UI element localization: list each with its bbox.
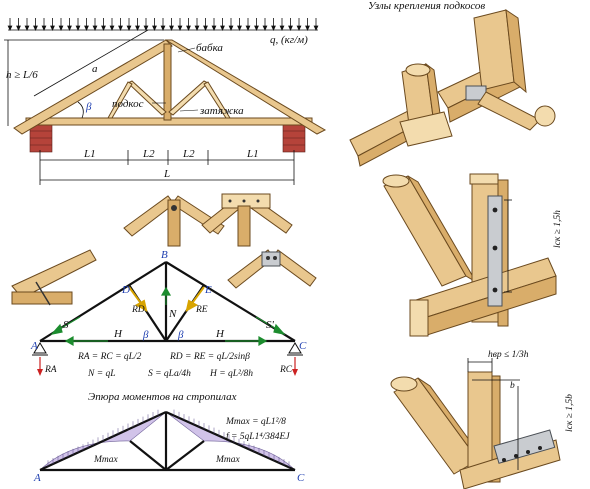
left-strut (127, 80, 167, 116)
joint-sketch-heel (11, 249, 97, 306)
node-B: B (161, 249, 168, 261)
height-label: h ≥ L/6 (6, 69, 38, 81)
joint-sketch-apex-3 (227, 249, 317, 289)
left-brace (107, 81, 133, 119)
force-S-prime: S' (266, 319, 275, 331)
force-N: N (168, 308, 177, 320)
podkos-label: подкос (112, 98, 144, 110)
joint-sketch-apex-2 (201, 193, 293, 247)
dim-L2-left: L2 (142, 148, 155, 160)
left-rafter (13, 39, 173, 135)
lsk-label-1: lск ≥ 1,5h (553, 210, 563, 248)
node-D: D (121, 284, 130, 296)
dim-L1-left: L1 (83, 148, 96, 160)
mmax-label-left: Mmax (93, 455, 119, 465)
moment-node-A: A (33, 472, 41, 484)
right-title: Узлы крепления подкосов (368, 0, 485, 12)
formula-S: S = qLa/4h (148, 369, 191, 379)
right-brace (203, 81, 231, 119)
force-S: S (63, 319, 69, 331)
left-wall (29, 123, 53, 153)
reaction-arrows (128, 286, 205, 312)
mmax-label-right: Mmax (215, 455, 241, 465)
zatyazhka-label: затяжка (199, 105, 244, 117)
reaction-RD: RD (131, 305, 145, 315)
formula-RA-RC: RA = RC = qL/2 (77, 352, 142, 362)
king-post (163, 43, 172, 121)
truss-force-diagram: A B C D E S S' H H N β β RD RE RA RC RA … (30, 249, 307, 379)
moment-node-C: C (297, 472, 305, 484)
rafter-label: a (92, 63, 98, 75)
right-rafter (164, 39, 327, 135)
span-dimensions (39, 150, 295, 185)
dim-L1-right: L1 (246, 148, 259, 160)
support-C (287, 342, 303, 376)
angle-label: β (85, 101, 92, 113)
reaction-RC: RC (279, 365, 293, 375)
force-H-left: H (113, 328, 123, 340)
angle-beta-right: β (177, 329, 184, 341)
dim-total-span: L (163, 168, 170, 180)
joint-detail-3 (382, 173, 557, 337)
b-label: b (510, 381, 515, 391)
joint-detail-2 (437, 8, 556, 131)
right-wall (282, 123, 306, 153)
reaction-RE: RE (195, 305, 208, 315)
formula-H: H = qL²/8h (209, 369, 253, 379)
moments-title: Эпюра моментов на стропилах (88, 391, 237, 403)
babka-label: бабка (196, 42, 223, 54)
moment-diagram: Эпюра моментов на стропилах Mmax = qL1²/… (33, 391, 305, 484)
load-label: q, (кг/м) (270, 34, 308, 46)
node-E: E (204, 284, 212, 296)
node-C: C (299, 340, 307, 352)
mmax-formula: Mmax = qL1²/8 (225, 417, 286, 427)
formula-RD-RE: RD = RE = qL/2sinβ (169, 352, 250, 362)
angle-beta-left: β (142, 329, 149, 341)
lsk-label-2: lск ≥ 1,5b (565, 394, 575, 432)
deflection-formula: f = 5qL1⁴/384EJ (226, 431, 290, 442)
roof-truss-illustration: q, (кг/м) бабка подкос (4, 18, 327, 185)
node-A: A (30, 340, 38, 352)
joint-detail-4 (390, 358, 561, 489)
joint-detail-1 (349, 62, 453, 167)
dim-L2-right: L2 (182, 148, 195, 160)
hvp-label: hвр ≤ 1/3h (488, 350, 529, 360)
load-arrows (7, 18, 319, 31)
formula-N: N = qL (87, 369, 116, 379)
force-arrows (50, 286, 286, 347)
force-H-right: H (215, 328, 225, 340)
support-A (32, 342, 48, 376)
reaction-RA: RA (44, 365, 57, 375)
